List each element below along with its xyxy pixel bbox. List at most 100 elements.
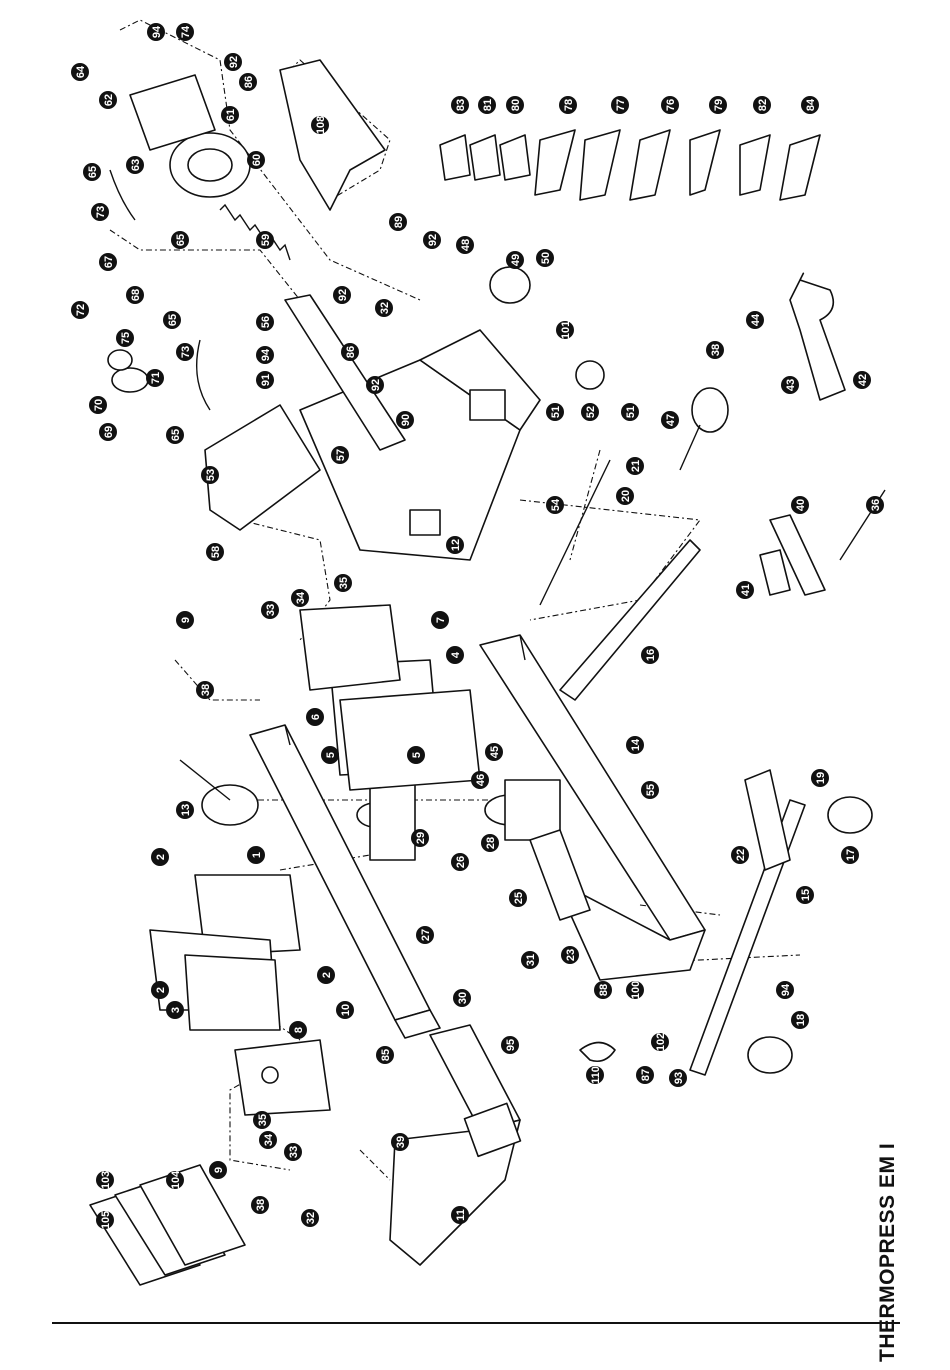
svg-text:49: 49 — [510, 254, 522, 266]
callout-33b: 33 — [284, 1143, 302, 1161]
svg-text:35: 35 — [257, 1114, 269, 1126]
callout-18: 18 — [791, 1011, 809, 1029]
spindle — [539, 459, 611, 606]
svg-text:83: 83 — [455, 99, 467, 111]
svg-text:47: 47 — [665, 414, 677, 426]
callout-105: 105 — [96, 1211, 114, 1229]
svg-text:16: 16 — [645, 649, 657, 661]
callout-38b: 38 — [706, 341, 724, 359]
guide-rod — [284, 294, 406, 451]
svg-text:88: 88 — [598, 984, 610, 996]
link-plates — [439, 129, 821, 201]
svg-text:6: 6 — [310, 714, 322, 720]
callout-92b: 92 — [423, 231, 441, 249]
svg-text:50: 50 — [540, 252, 552, 264]
callout-7: 7 — [431, 611, 449, 629]
svg-text:81: 81 — [482, 99, 494, 111]
callout-104: 104 — [166, 1170, 184, 1189]
callout-70: 70 — [89, 396, 107, 414]
callout-41: 41 — [736, 581, 754, 599]
svg-text:94: 94 — [780, 983, 792, 996]
callout-8: 8 — [289, 1021, 307, 1039]
callout-17: 17 — [841, 846, 859, 864]
svg-text:64: 64 — [75, 65, 87, 78]
callout-53: 53 — [201, 466, 219, 484]
svg-text:38: 38 — [710, 344, 722, 356]
svg-text:77: 77 — [615, 99, 627, 111]
callout-94c: 94 — [776, 981, 794, 999]
callout-25: 25 — [509, 889, 527, 907]
svg-text:103: 103 — [100, 1171, 112, 1189]
callout-65b: 65 — [171, 231, 189, 249]
callout-27: 27 — [416, 926, 434, 944]
svg-text:2: 2 — [321, 972, 333, 978]
callout-77: 77 — [611, 96, 629, 114]
svg-text:25: 25 — [513, 892, 525, 904]
svg-text:84: 84 — [805, 98, 817, 111]
svg-text:75: 75 — [120, 332, 132, 344]
callout-13: 13 — [176, 801, 194, 819]
callout-2: 2 — [151, 848, 169, 866]
svg-text:92: 92 — [228, 56, 240, 68]
callout-101: 101 — [556, 321, 574, 339]
svg-text:35: 35 — [338, 577, 350, 589]
callout-14: 14 — [626, 736, 644, 754]
svg-text:73: 73 — [180, 346, 192, 358]
svg-text:92: 92 — [370, 379, 382, 391]
callout-47: 47 — [661, 411, 679, 429]
callout-71: 71 — [146, 369, 164, 387]
callout-73b: 73 — [176, 343, 194, 361]
mounting-block — [234, 1039, 331, 1116]
callout-4: 4 — [446, 646, 464, 664]
svg-text:29: 29 — [415, 832, 427, 844]
svg-text:32: 32 — [305, 1212, 317, 1224]
svg-text:23: 23 — [565, 949, 577, 961]
svg-text:1: 1 — [251, 852, 263, 858]
callout-100: 100 — [626, 981, 644, 999]
callout-50: 50 — [536, 249, 554, 267]
svg-text:3: 3 — [170, 1007, 182, 1013]
svg-text:102: 102 — [655, 1033, 667, 1051]
callout-94b: 94 — [256, 346, 274, 364]
svg-text:65: 65 — [87, 166, 99, 178]
callout-69: 69 — [99, 423, 117, 441]
callout-44: 44 — [746, 311, 764, 329]
callout-39: 39 — [391, 1133, 409, 1151]
callout-78: 78 — [559, 96, 577, 114]
svg-text:7: 7 — [435, 617, 447, 623]
callout-38: 38 — [196, 681, 214, 699]
callout-35: 35 — [334, 574, 352, 592]
callout-86b: 86 — [341, 343, 359, 361]
svg-text:94: 94 — [151, 25, 163, 38]
svg-text:56: 56 — [260, 316, 272, 328]
heating-plates — [89, 1164, 246, 1286]
callout-38c: 38 — [251, 1196, 269, 1214]
callout-82: 82 — [753, 96, 771, 114]
svg-text:14: 14 — [630, 738, 642, 751]
svg-text:11: 11 — [455, 1209, 467, 1221]
svg-text:4: 4 — [450, 651, 462, 658]
svg-text:62: 62 — [103, 94, 115, 106]
svg-text:63: 63 — [130, 159, 142, 171]
callout-61: 61 — [221, 106, 239, 124]
callouts: 1 2 2 2 3 4 5 5 6 7 8 9 9 10 11 12 13 14… — [71, 23, 884, 1229]
callout-91: 91 — [256, 371, 274, 389]
svg-text:71: 71 — [150, 372, 162, 384]
callout-102: 102 — [651, 1033, 669, 1051]
svg-text:44: 44 — [750, 313, 762, 326]
callout-59: 59 — [256, 231, 274, 249]
svg-text:73: 73 — [95, 206, 107, 218]
svg-text:76: 76 — [665, 99, 677, 111]
svg-text:92: 92 — [337, 289, 349, 301]
callout-89: 89 — [389, 213, 407, 231]
callout-67: 67 — [99, 253, 117, 271]
svg-text:90: 90 — [400, 414, 412, 426]
callout-60: 60 — [247, 151, 265, 169]
callout-68: 68 — [126, 286, 144, 304]
loop-bracket — [279, 59, 386, 211]
callout-42: 42 — [853, 371, 871, 389]
svg-text:59: 59 — [260, 234, 272, 246]
callout-35b: 35 — [253, 1111, 271, 1129]
callout-83: 83 — [451, 96, 469, 114]
